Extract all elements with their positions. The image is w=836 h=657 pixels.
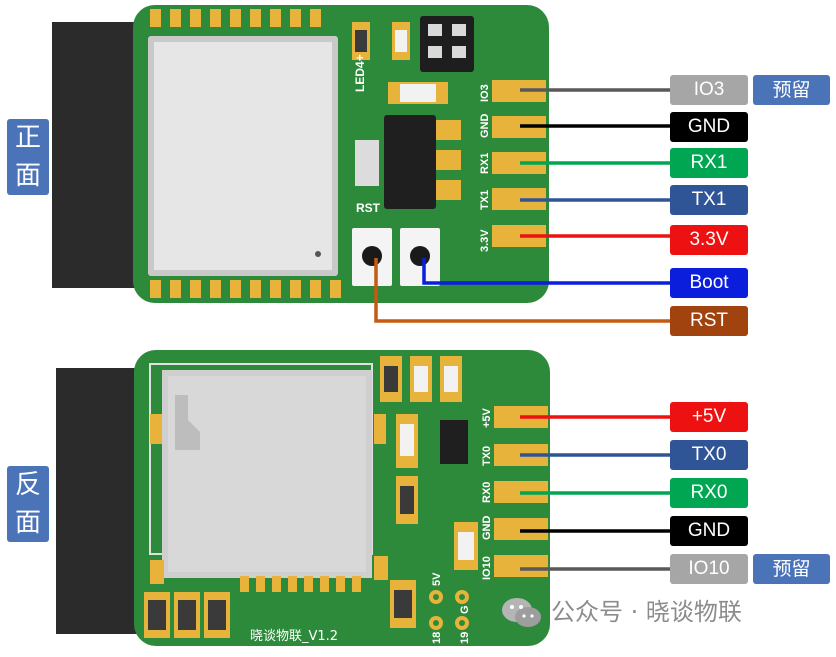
pin-label-3v3: 3.3V (670, 225, 748, 255)
pin-label-rx1: RX1 (670, 148, 748, 178)
pin-label-tx0: TX0 (670, 440, 748, 470)
silk-io10: IO10 (481, 556, 493, 580)
pin-label-boot: Boot (670, 268, 748, 298)
watermark-text: 公众号 · 晓谈物联 (551, 598, 742, 626)
pin-label-gnd-front: GND (670, 112, 748, 142)
back-board: +5V TX0 RX0 GND IO10 5V G 18 19 晓谈物联_V1.… (56, 350, 550, 646)
silk-tx1: TX1 (479, 190, 491, 210)
silk-pin-19: 19 (459, 632, 471, 644)
front-bottom-pads (150, 280, 341, 298)
wechat-icon (502, 598, 541, 627)
front-side-char-1: 正 (14, 123, 41, 153)
silk-pin-5v: 5V (431, 572, 443, 586)
back-side-label: 反 面 (7, 466, 49, 542)
wire-boot (422, 258, 670, 285)
silk-io3: IO3 (479, 84, 491, 102)
pin-label-5v: +5V (670, 402, 748, 432)
front-components (352, 16, 474, 209)
silk-gnd-back: GND (481, 516, 493, 541)
silk-rx0: RX0 (481, 482, 493, 503)
silk-pin-g: G (459, 605, 471, 614)
back-side-char-1: 反 (14, 470, 41, 500)
silk-3v3: 3.3V (479, 229, 491, 252)
reserved-tag-io10: 预留 (753, 554, 830, 584)
watermark: 公众号 · 晓谈物联 (495, 592, 815, 632)
back-components (144, 356, 478, 638)
silk-version: 晓谈物联_V1.2 (250, 629, 338, 644)
silk-led: LED4+ (353, 54, 367, 92)
wire-rst (374, 258, 670, 323)
silk-tx0: TX0 (481, 446, 493, 466)
silk-pin-18: 18 (431, 632, 443, 644)
front-wires (374, 88, 670, 323)
back-side-char-2: 面 (14, 508, 41, 538)
pin-label-io10: IO10 (670, 554, 748, 584)
pin-label-rst: RST (670, 306, 748, 336)
front-header-pads (492, 80, 546, 247)
silk-rx1: RX1 (479, 153, 491, 174)
silk-rst: RST (356, 201, 381, 215)
back-wires (520, 415, 670, 571)
reserved-tag-io3: 预留 (753, 75, 830, 105)
front-board: LED4+ RST IO3 GND RX1 TX1 3.3V (52, 5, 549, 303)
front-top-pads (150, 9, 321, 27)
pin-label-gnd-back: GND (670, 516, 748, 546)
sd-contacts (240, 576, 361, 592)
front-side-char-2: 面 (14, 161, 41, 191)
pin-label-tx1: TX1 (670, 185, 748, 215)
front-regulator-chip (384, 115, 436, 209)
silk-5v: +5V (481, 407, 493, 428)
front-side-label: 正 面 (7, 119, 49, 195)
pin-label-io3-front: IO3 (670, 75, 748, 105)
silk-gnd: GND (479, 114, 491, 139)
pin-label-rx0: RX0 (670, 478, 748, 508)
